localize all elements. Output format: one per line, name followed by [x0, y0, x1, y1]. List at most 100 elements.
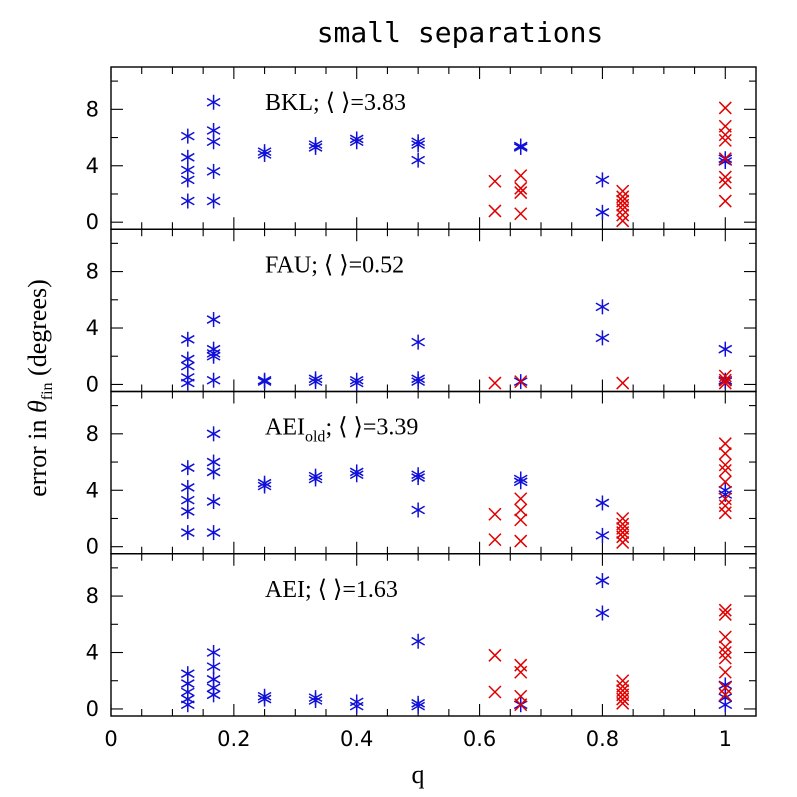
point-red-cross: [718, 458, 732, 472]
point-red-cross: [514, 698, 528, 712]
point-blue-asterisk: [257, 374, 272, 390]
point-blue-asterisk: [411, 470, 426, 486]
panel-label-bracket: ⟨ ⟩: [324, 252, 349, 278]
panel-label-value: =1.63: [342, 577, 398, 603]
point-blue-asterisk: [180, 697, 195, 713]
y-tick-label: 4: [86, 478, 99, 502]
x-tick-label: 0.6: [463, 727, 496, 751]
panel-label-value: =3.83: [350, 90, 406, 116]
point-blue-asterisk: [206, 163, 221, 179]
point-red-cross: [514, 375, 528, 389]
point-red-cross: [616, 530, 630, 544]
panel-label-prefix: FAU;: [265, 252, 324, 278]
y-tick-label: 8: [86, 260, 99, 284]
panel-label-value: =0.52: [349, 252, 405, 278]
point-red-cross: [718, 128, 732, 142]
y-tick-label: 8: [86, 422, 99, 446]
point-blue-asterisk: [180, 479, 195, 495]
point-blue-asterisk: [180, 149, 195, 165]
point-red-cross: [514, 534, 528, 548]
point-blue-asterisk: [206, 687, 221, 703]
point-blue-asterisk: [257, 146, 272, 162]
point-red-cross: [718, 152, 732, 166]
x-tick-label: 0: [104, 727, 117, 751]
point-red-cross: [718, 170, 732, 184]
y-tick-label: 0: [86, 210, 99, 234]
point-blue-asterisk: [513, 139, 528, 155]
point-blue-asterisk: [595, 573, 610, 589]
point-blue-asterisk: [308, 374, 323, 390]
point-blue-asterisk: [206, 426, 221, 442]
point-red-cross: [514, 658, 528, 672]
y-tick-label: 0: [86, 697, 99, 721]
point-blue-asterisk: [308, 692, 323, 708]
panel-label: AEI; ⟨ ⟩=1.63: [265, 577, 398, 603]
point-blue-asterisk: [206, 193, 221, 209]
point-red-cross: [616, 674, 630, 688]
point-red-cross: [514, 186, 528, 200]
point-red-cross: [514, 207, 528, 221]
panel-label-bracket: ⟨ ⟩: [326, 90, 351, 116]
point-red-cross: [718, 376, 732, 390]
point-red-cross: [616, 208, 630, 222]
panel-label-prefix: BKL;: [265, 90, 326, 116]
point-red-cross: [514, 665, 528, 679]
point-blue-asterisk: [180, 331, 195, 347]
point-red-cross: [616, 696, 630, 710]
point-red-cross: [718, 607, 732, 621]
y-tick-label: 0: [86, 535, 99, 559]
y-tick-label: 8: [86, 584, 99, 608]
point-blue-asterisk: [595, 172, 610, 188]
point-blue-asterisk: [411, 137, 426, 153]
point-blue-asterisk: [411, 152, 426, 168]
x-tick-label: 1: [719, 727, 732, 751]
point-red-cross: [616, 202, 630, 217]
point-red-cross: [514, 181, 528, 195]
point-blue-asterisk: [411, 502, 426, 518]
point-blue-asterisk: [595, 495, 610, 511]
panel-frame: [110, 553, 757, 717]
point-blue-asterisk: [411, 374, 426, 390]
point-blue-asterisk: [206, 464, 221, 480]
panel-frame: [110, 228, 757, 393]
panel-label: FAU; ⟨ ⟩=0.52: [265, 252, 404, 278]
point-blue-asterisk: [180, 193, 195, 209]
point-blue-asterisk: [349, 134, 364, 150]
point-red-cross: [616, 511, 630, 526]
point-red-cross: [718, 640, 732, 654]
point-red-cross: [514, 503, 528, 517]
point-red-cross: [616, 184, 630, 198]
y-axis-title-subscript: fin: [39, 382, 56, 400]
point-red-cross: [718, 475, 732, 489]
point-red-cross: [514, 513, 528, 527]
y-axis-title: error in θfin (degrees): [23, 279, 56, 497]
y-axis-title-prefix: error in: [23, 413, 52, 497]
panel-label-prefix: AEI: [265, 415, 305, 441]
point-blue-asterisk: [206, 94, 221, 110]
point-blue-asterisk: [595, 204, 610, 220]
point-red-cross: [718, 645, 732, 660]
point-blue-asterisk: [411, 334, 426, 350]
point-red-cross: [616, 692, 630, 706]
point-red-cross: [718, 665, 732, 679]
point-blue-asterisk: [206, 525, 221, 541]
point-blue-asterisk: [411, 698, 426, 714]
point-red-cross: [718, 630, 732, 644]
point-blue-asterisk: [206, 312, 221, 328]
point-blue-asterisk: [308, 471, 323, 487]
point-blue-asterisk: [411, 633, 426, 649]
panel-label-bracket: ⟨ ⟩: [318, 577, 343, 603]
point-blue-asterisk: [349, 375, 364, 391]
point-red-cross: [718, 603, 732, 617]
point-blue-asterisk: [180, 460, 195, 476]
point-blue-asterisk: [257, 478, 272, 494]
point-blue-asterisk: [595, 527, 610, 543]
point-red-cross: [488, 648, 502, 662]
point-red-cross: [718, 194, 732, 208]
x-axis-title: q: [412, 760, 425, 789]
